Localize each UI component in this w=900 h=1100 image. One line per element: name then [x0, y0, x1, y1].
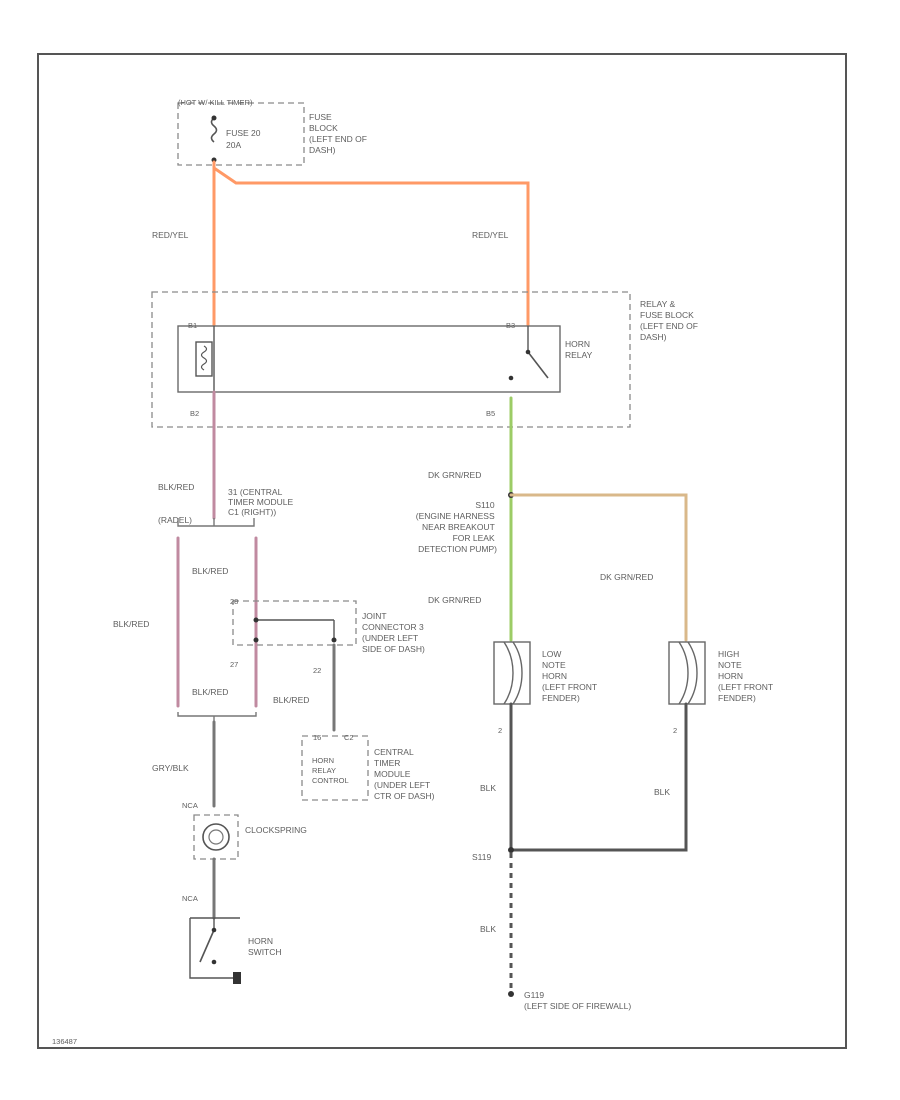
low-horn-pin-label: 2: [498, 726, 502, 735]
pin-b2-label: B2: [190, 409, 199, 418]
wire-blk-red-4-label: BLK/RED: [192, 687, 228, 697]
pin-b1-label: B1: [188, 321, 197, 330]
ctm-inner-label: HORN RELAY CONTROL: [312, 756, 349, 785]
fuse-icon: [210, 115, 218, 163]
horn-relay-box: [177, 325, 561, 393]
joint-connector-label: JOINT CONNECTOR 3 (UNDER LEFT SIDE OF DA…: [362, 611, 426, 654]
ctm-pin-c2-label: C2: [344, 733, 354, 742]
high-horn-pin-label: 2: [673, 726, 677, 735]
jc-pin-28-label: 28: [230, 597, 238, 606]
fuse-feed-label: (HOT W/ KILL TIMER): [178, 98, 253, 107]
ctm-pin-16-label: 16: [313, 733, 321, 742]
ctm-connector-bracket: [177, 518, 255, 527]
wire-dk-grn-red-branch: [509, 493, 688, 642]
relay-block-outline: [151, 291, 631, 428]
wire-red-yel-left-label: RED/YEL: [152, 230, 189, 240]
wire-dk-grn-red-2-label: DK GRN/RED: [428, 595, 481, 605]
splice-s119-dot: [508, 847, 514, 853]
diagram-code: 136487: [52, 1037, 77, 1046]
low-note-horn-icon: [493, 641, 531, 705]
ctm-connector-label: 31 (CENTRAL TIMER MODULE C1 (RIGHT)): [228, 487, 296, 517]
diagram-frame: [37, 53, 847, 1049]
pin-b5-label: B5: [486, 409, 495, 418]
horn-switch-label: HORN SWITCH: [248, 936, 282, 957]
clockspring-icon: [193, 814, 239, 860]
wire-nca-2-label: NCA: [182, 894, 198, 903]
jc-pin-22-label: 22: [313, 666, 321, 675]
relay-block-label: RELAY & FUSE BLOCK (LEFT END OF DASH): [640, 299, 700, 342]
high-note-horn-icon: [668, 641, 706, 705]
wire-nca-1-label: NCA: [182, 801, 198, 810]
lower-connector-bracket: [177, 712, 257, 717]
wire-blk-3-label: BLK: [480, 924, 496, 934]
relay-coil-icon: [195, 326, 215, 392]
wire-dk-grn-red-3-label: DK GRN/RED: [600, 572, 653, 582]
wire-blk-red-1-label: BLK/RED: [158, 482, 194, 492]
ctm-connector-side-label: (RADEL): [158, 515, 192, 525]
wire-blk-red-5-label: BLK/RED: [273, 695, 309, 705]
fuse-name-label: FUSE 20: [226, 128, 261, 138]
wire-dk-grn-red-1-label: DK GRN/RED: [428, 470, 481, 480]
horn-relay-label: HORN RELAY: [565, 339, 593, 360]
relay-switch-icon: [508, 326, 549, 381]
horn-switch-icon: [189, 917, 241, 984]
high-note-horn-label: HIGH NOTE HORN (LEFT FRONT FENDER): [718, 649, 775, 703]
joint-connector-bus: [253, 617, 337, 643]
wire-gry-blk-label: GRY/BLK: [152, 763, 189, 773]
wire-red-yel-right-label: RED/YEL: [472, 230, 509, 240]
wire-blk-2-label: BLK: [654, 787, 670, 797]
ground-g119-label: G119 (LEFT SIDE OF FIREWALL): [524, 990, 631, 1011]
fuse-amp-label: 20A: [226, 140, 241, 150]
fuse-block-label: FUSE BLOCK (LEFT END OF DASH): [309, 112, 369, 155]
low-note-horn-label: LOW NOTE HORN (LEFT FRONT FENDER): [542, 649, 599, 703]
pin-b3-label: B3: [506, 321, 515, 330]
wire-blk-high-horn: [509, 702, 688, 852]
jc-pin-27-label: 27: [230, 660, 238, 669]
joint-connector-outline: [232, 600, 357, 646]
wire-blk-1-label: BLK: [480, 783, 496, 793]
ctm-module-outline: [301, 735, 369, 801]
wire-blk-red-3-label: BLK/RED: [192, 566, 228, 576]
wire-red-yel-right: [212, 166, 530, 327]
ctm-module-label: CENTRAL TIMER MODULE (UNDER LEFT CTR OF …: [374, 747, 435, 801]
wire-blk-red-2-label: BLK/RED: [113, 619, 149, 629]
ground-g119-icon: [508, 991, 514, 997]
fuse-block-outline: [177, 102, 305, 166]
splice-s110-label: S110 (ENGINE HARNESS NEAR BREAKOUT FOR L…: [416, 500, 497, 554]
splice-s119-label: S119: [472, 852, 491, 862]
clockspring-label: CLOCKSPRING: [245, 825, 307, 835]
